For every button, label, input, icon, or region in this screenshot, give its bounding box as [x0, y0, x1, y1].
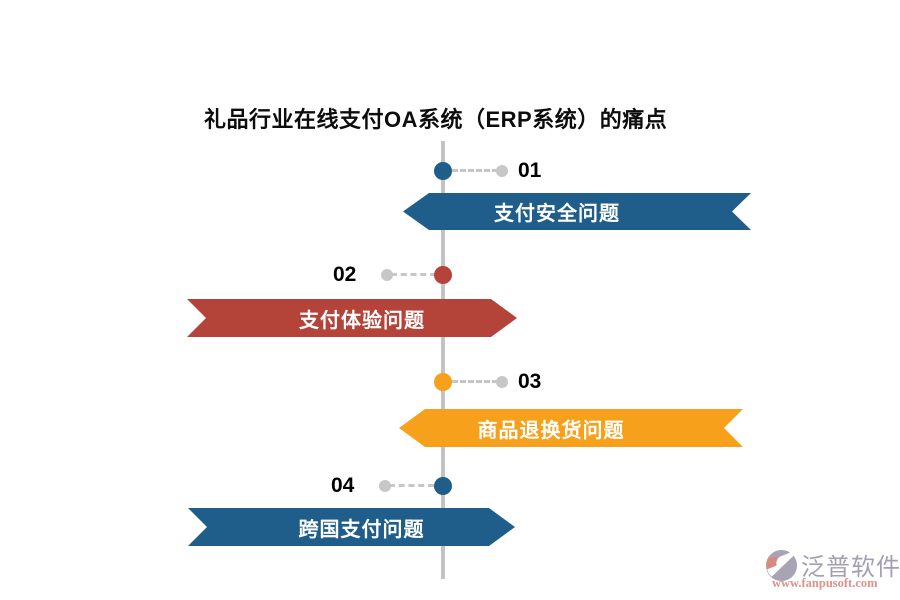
timeline-node-dot	[434, 266, 452, 284]
timeline-node-dot	[434, 477, 452, 495]
item-number: 04	[331, 474, 355, 497]
item-banner-label: 商品退换货问题	[477, 419, 625, 442]
brand-url: www.fanpusoft.com	[772, 576, 878, 590]
connector-end-dot	[496, 165, 508, 177]
item-banner-ribbon: 商品退换货问题	[399, 409, 743, 447]
connector-dashed-line	[452, 380, 498, 383]
item-banner-ribbon: 支付体验问题	[187, 299, 517, 337]
timeline-node-dot	[434, 162, 452, 180]
timeline-axis	[441, 141, 445, 579]
brand-watermark: 泛普软件 www.fanpusoft.com	[763, 545, 900, 593]
item-banner-label: 支付安全问题	[494, 203, 620, 225]
item-number: 02	[333, 263, 357, 286]
item-banner-label: 支付体验问题	[299, 309, 425, 332]
item-banner-label: 跨国支付问题	[298, 518, 425, 541]
item-banner-ribbon: 跨国支付问题	[188, 508, 515, 546]
connector-dashed-line	[391, 273, 436, 276]
timeline-node-dot	[434, 373, 452, 391]
fanpu-logo-icon	[765, 549, 798, 582]
item-number: 03	[518, 370, 542, 393]
connector-dashed-line	[452, 169, 498, 172]
page-title: 礼品行业在线支付OA系统（ERP系统）的痛点	[204, 107, 668, 132]
item-banner-ribbon: 支付安全问题	[403, 193, 751, 230]
connector-end-dot	[496, 376, 508, 388]
item-number: 01	[518, 159, 542, 182]
connector-end-dot	[379, 480, 391, 492]
connector-end-dot	[381, 269, 393, 281]
brand-name: 泛普软件	[801, 554, 900, 581]
connector-dashed-line	[389, 484, 434, 487]
